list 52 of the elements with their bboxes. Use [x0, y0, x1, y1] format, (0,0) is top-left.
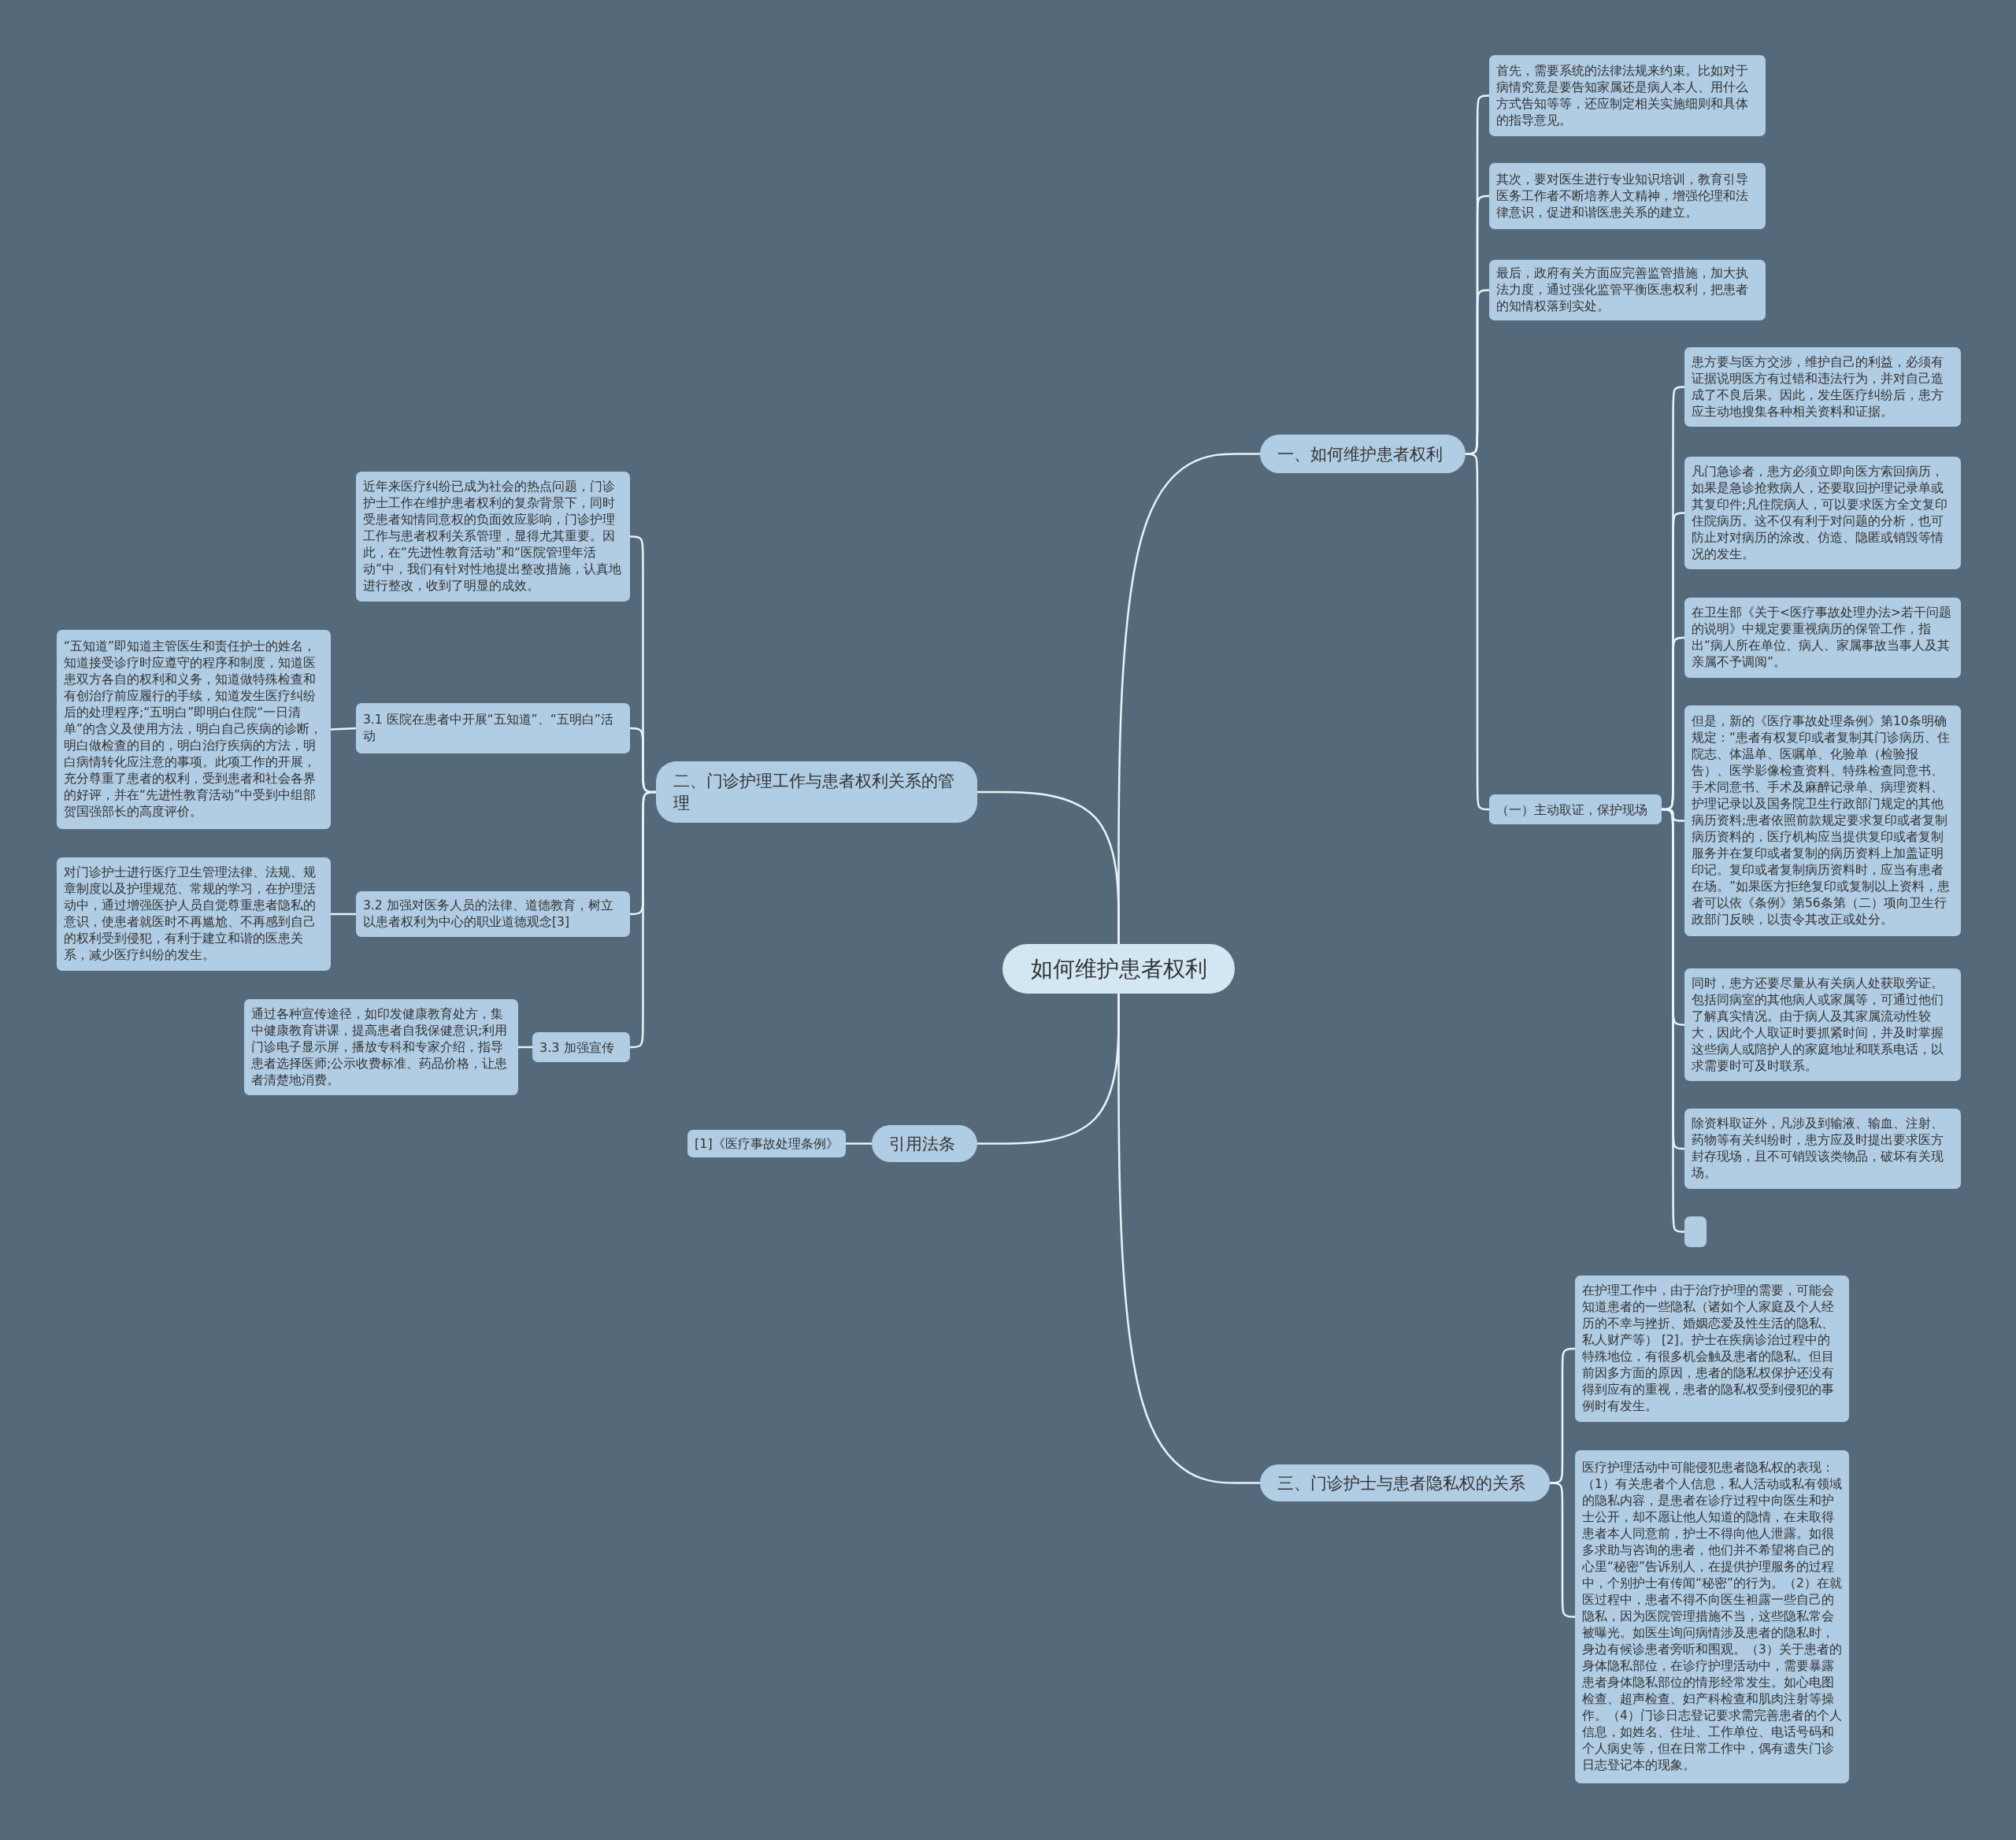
connector-line: [331, 913, 356, 916]
topic-text: 对门诊护士进行医疗卫生管理法律、法规、规章制度以及护理规范、常规的学习，在护理活动中，通过增强医护人员自觉尊重患者隐私的意识，使患者就医时不再尴尬、不再感到自己的权利受到侵犯，有利于建立和谐的医患关系，减少医疗纠纷的发生。: [64, 864, 317, 964]
note-box: [1489, 55, 1766, 136]
topic-text: 一、如何维护患者权利: [1277, 443, 1443, 465]
note-box: [356, 703, 630, 753]
topic-text: 其次，要对医生进行专业知识培训，教育引导医务工作者不断培养人文精神，增强伦理和法律意识，促进和谐医患关系的建立。: [1496, 171, 1749, 221]
central-topic-text: 如何维护患者权利: [1030, 954, 1207, 983]
topic-text: 近年来医疗纠纷已成为社会的热点问题，门诊护士工作在维护患者权利的复杂背景下，同时受患者知情同意权的负面效应影响，门诊护理工作与患者权利关系管理，显得尤其重要。因此，在“先进性教育活动”和“医院管理年活动”中，我们有针对性地提出整改措施，认真地进行整改，收到了明显的成效。: [363, 479, 623, 594]
empty-topic-box: [1684, 1216, 1707, 1247]
topic-text: 3.2 加强对医务人员的法律、道德教育，树立以患者权利为中心的职业道德观念[3]: [363, 898, 614, 931]
note-box: [1684, 347, 1961, 427]
topic-text: 在护理工作中，由于治疗护理的需要，可能会知道患者的一些隐私（诸如个人家庭及个人经历的不幸与挫折、婚姻恋爱及性生活的隐私、私人财产等） [2]。护士在疾病诊治过程中的特殊地位，有很多机会触及患者的隐私。但目前因多方面的原因，患者的隐私权保护还没有得到应有的重视，患者的隐私权受到侵犯的事例时有发生。: [1582, 1283, 1835, 1415]
topic-text: 除资料取证外，凡涉及到输液、输血、注射、药物等有关纠纷时，患方应及时提出要求医方封存现场，且不可销毁该类物品，破坏有关现场。: [1692, 1116, 1944, 1182]
branch-topic-box: [1260, 435, 1466, 473]
subtopic-box: [1489, 794, 1662, 824]
topic-text: （一）主动取证，保护现场: [1496, 801, 1647, 818]
connector-line: [977, 994, 1120, 1145]
topic-text: 首先，需要系统的法律法规来约束。比如对于病情究竟是要告知家属还是病人本人、用什么方式告知等等，还应制定相关实施细则和具体的指导意见。: [1496, 62, 1749, 129]
topic-text: 在卫生部《关于<医疗事故处理办法>若干问题的说明》中规定要重视病历的保管工作，指出“病人所在单位、病人、家属事故当事人及其亲属不予调阅”。: [1692, 605, 1952, 671]
note-box: [356, 472, 630, 602]
branch-topic-box: [872, 1125, 977, 1162]
note-box: [1684, 598, 1961, 678]
topic-text: 凡门急诊者，患方必须立即向医方索回病历，如果是急诊抢救病人，还要取回护理记录单或其复印件;凡住院病人，可以要求医方全文复印住院病历。这不仅有利于对问题的分析，也可防止对对病历的涂改、仿造、隐匿或销毁等情况的发生。: [1692, 463, 1949, 563]
topic-text: 患方要与医方交涉，维护自己的利益，必须有证据说明医方有过错和违法行为，并对自己造成了不良后果。因此，发生医疗纠纷后，患方应主动地搜集各种相关资料和证据。: [1692, 354, 1944, 420]
note-box: [1684, 968, 1961, 1081]
topic-text: 三、门诊护士与患者隐私权的关系: [1277, 1472, 1525, 1494]
note-box: [1489, 163, 1766, 229]
topic-text: 3.1 医院在患者中开展“五知道”、“五明白”活动: [363, 712, 614, 745]
note-box: [1489, 260, 1766, 320]
topic-text: 最后，政府有关方面应完善监管措施，加大执法力度，通过强化监管平衡医患权利，把患者的知情权落到实处。: [1496, 265, 1749, 315]
note-box: [356, 891, 630, 937]
branch-topic-box: [1260, 1464, 1550, 1501]
note-box: [57, 857, 331, 971]
subtopic-box: [687, 1130, 846, 1157]
subtopic-box: [532, 1032, 630, 1062]
connector-line: [330, 727, 357, 731]
note-box: [1684, 457, 1961, 569]
topic-text: 引用法条: [889, 1133, 955, 1155]
topic-text: 二、门诊护理工作与患者权利关系的管理: [673, 771, 955, 814]
note-box: [1684, 1109, 1961, 1189]
topic-text: 医疗护理活动中可能侵犯患者隐私权的表现：（1）有关患者个人信息，私人活动或私有领域的隐私内容，是患者在诊疗过程中向医生和护士公开，却不愿让他人知道的隐情，在未取得患者本人同意前，护士不得向他人泄露。如很多求助与咨询的患者，他们并不希望将自己的心里“秘密”告诉别人，在提供护理服务的过程中，个别护士有传闻“秘密”的行为。（2）在就医过程中，患者不得不向医生袒露一些自己的隐私，因为医院管理措施不当，这些隐私常会被曝光。如医生询问病情涉及患者的隐私时，身边有候诊患者旁听和围观。（3）关于患者的身体隐私部位，在诊疗护理活动中，需要暴露患者身体隐私部位的情形经常发生。如心电图检查、超声检查、妇产科检查和肌肉注射等操作。（4）门诊日志登记要求需完善患者的个人信息，如姓名、住址、工作单位、电话号码和个人病史等，但在日常工作中，偶有遗失门诊日志登记本的现象。: [1582, 1460, 1842, 1774]
note-box: [1575, 1275, 1849, 1422]
connector-line: [846, 1142, 872, 1145]
topic-text: 但是，新的《医疗事故处理条例》第10条明确规定：“患者有权复印或者复制其门诊病历、住院志、体温单、医嘱单、化验单（检验报告）、医学影像检查资料、特殊检查同意书、手术同意书、手术及麻醉记录单、病理资料、护理记录以及国务院卫生行政部门规定的其他病历资料;患者依照前款规定要求复印或者复制病历资料的，医疗机构应当提供复印或者复制服务并在复印或者复制的病历资料上加盖证明印记。复印或者复制病历资料时，应当有患者在场。”如果医方拒绝复印或复制以上资料，患者可以依《条例》第56条第（二）项向卫生行政部门反映，以责令其改正或处分。: [1692, 713, 1951, 928]
topic-text: 同时，患方还要尽量从有关病人处获取旁证。包括同病室的其他病人或家属等，可通过他们了解真实情况。由于病人及其家属流动性较大，因此个人取证时要抓紧时间，并及时掌握这些病人或陪护人的家庭地址和联系电话，以求需要时可及时联系。: [1692, 975, 1944, 1075]
connector-line: [977, 790, 1120, 944]
note-box: [244, 999, 518, 1095]
topic-text: [1]《医疗事故处理条例》: [695, 1135, 839, 1152]
topic-text: 3.3 加强宣传: [539, 1038, 614, 1056]
branch-topic-box: [656, 761, 977, 823]
topic-text: 通过各种宣传途径，如印发健康教育处方，集中健康教育讲课，提高患者自我保健意识;利用门诊电子显示屏，播放专科和专家介绍，指导患者选择医师;公示收费标准、药品价格，让患者清楚地消费。: [251, 1005, 509, 1089]
topic-text: “五知道”即知道主管医生和责任护士的姓名，知道接受诊疗时应遵守的程序和制度，知道医患双方各自的权利和义务，知道做特殊检查和有创治疗前应履行的手续，知道发生医疗纠纷后的处理程序;“五明白”即明白住院“一日清单”的含义及使用方法，明白自己疾病的诊断，明白做检查的目的，明白治疗疾病的方法，明白病情转化应注意的事项。此项工作的开展，充分尊重了患者的权利，受到患者和社会各界的好评，并在“先进性教育活动”中受到中组部贺国强部长的高度评价。: [64, 639, 324, 820]
